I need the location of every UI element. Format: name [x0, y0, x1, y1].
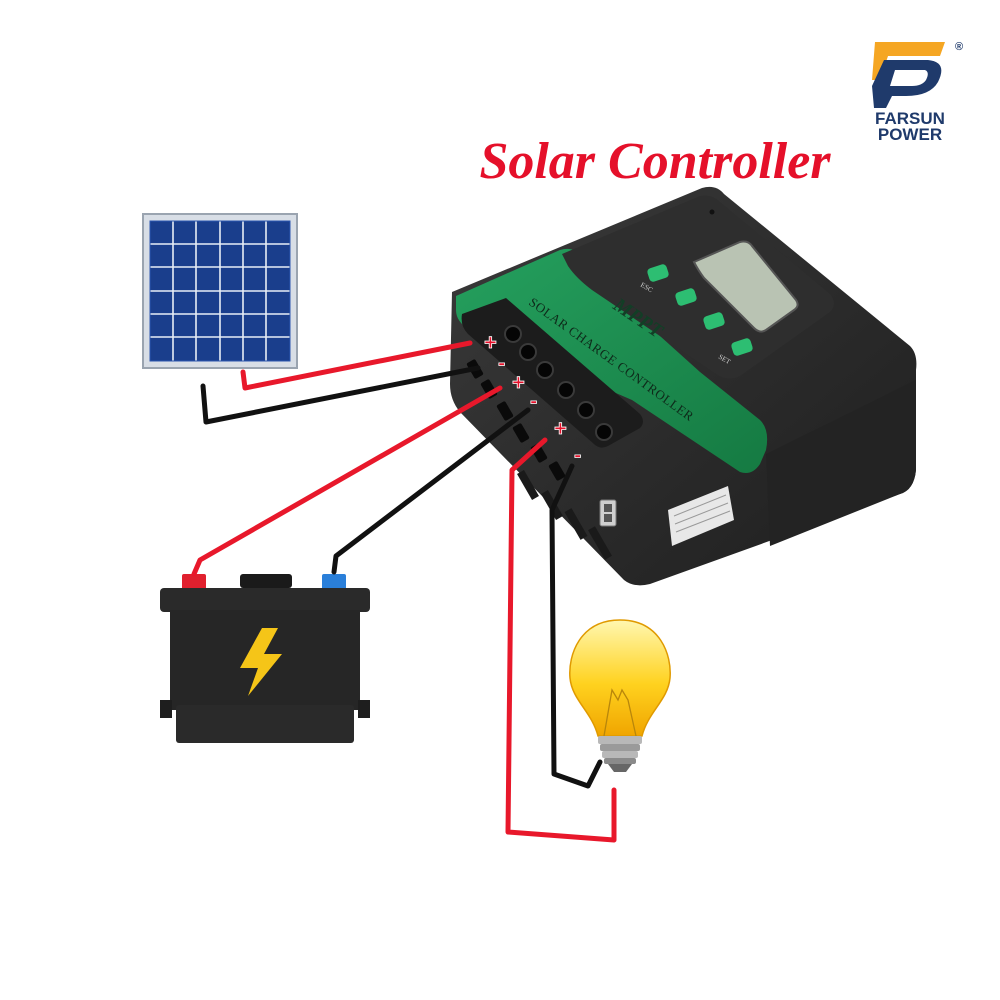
charge-controller: ESC SET MPPT SOLAR CHARGE CONTROLLER — [450, 186, 917, 586]
button-esc[interactable] — [646, 263, 669, 282]
brand-name-line1: FARSUN — [875, 109, 945, 128]
wire-load-negative — [549, 463, 603, 789]
battery-positive-post — [182, 574, 206, 590]
pv-minus-sign: - — [498, 350, 505, 375]
usb-port — [599, 499, 617, 527]
solar-panel-icon — [142, 213, 298, 369]
pv-plus-sign: + — [484, 330, 497, 355]
wire-pv-negative — [200, 365, 481, 425]
terminal-screw-bat-plus — [536, 361, 554, 379]
wire-battery-negative — [331, 407, 531, 575]
brand-logo: ® FARSUN POWER — [872, 41, 963, 144]
light-bulb-icon — [569, 619, 671, 772]
spec-sticker — [668, 486, 734, 546]
brand-name-line2: POWER — [878, 125, 942, 144]
wire-load-positive — [505, 437, 617, 843]
battery-plus-sign: + — [512, 370, 525, 395]
button-up[interactable] — [674, 287, 697, 306]
terminal-screw-load-plus — [577, 401, 595, 419]
battery-minus-sign: - — [530, 388, 537, 413]
terminal-screw-pv-minus — [519, 343, 537, 361]
controller-front-panel — [456, 248, 768, 473]
terminal-screw-pv-plus — [504, 325, 522, 343]
battery-negative-post — [322, 574, 346, 590]
load-plus-sign: + — [554, 416, 567, 441]
terminal-screw-load-minus — [595, 423, 613, 441]
registered-mark: ® — [955, 41, 963, 53]
button-set[interactable] — [730, 337, 753, 356]
lightning-bolt-icon — [240, 628, 282, 696]
button-down[interactable] — [702, 311, 725, 330]
brand-logo-icon — [872, 42, 945, 108]
load-minus-sign: - — [574, 442, 581, 467]
terminal-screw-bat-minus — [557, 381, 575, 399]
battery-icon — [160, 574, 370, 743]
wire-battery-positive — [191, 385, 503, 577]
lcd-display — [692, 240, 799, 333]
wire-pv-positive — [240, 340, 473, 391]
terminal-block — [461, 298, 643, 481]
diagram-title: Solar Controller — [479, 133, 831, 190]
